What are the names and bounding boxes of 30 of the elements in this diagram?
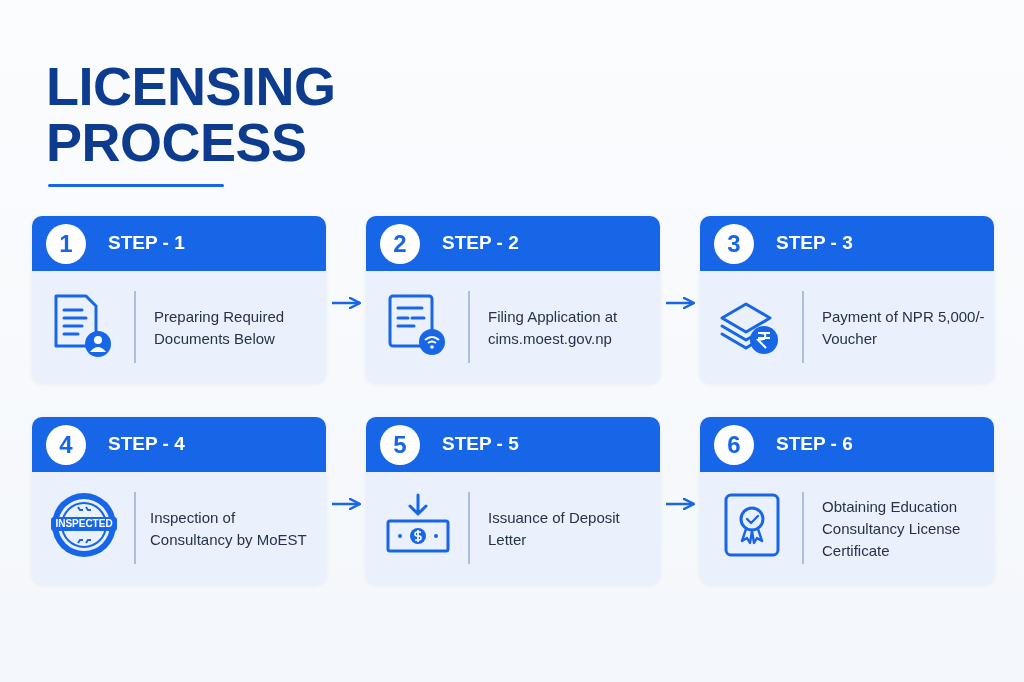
step-card	[700, 216, 994, 383]
step-number: 6	[714, 425, 754, 465]
step-description: Preparing Required Documents Below	[154, 306, 286, 349]
step-title: STEP - 6	[776, 433, 853, 455]
step-title: STEP - 4	[108, 433, 185, 455]
step-description: Issuance of Deposit Letter	[488, 507, 621, 550]
title: LICENSING PROCESS	[46, 58, 337, 170]
step-card	[366, 216, 660, 383]
arrow	[332, 296, 362, 310]
step-number: 1	[46, 224, 86, 264]
stamp-label: INSPECTED	[51, 517, 117, 531]
step-card	[32, 417, 326, 584]
step-number: 5	[380, 425, 420, 465]
arrow	[666, 497, 696, 511]
step-title: STEP - 3	[776, 232, 853, 254]
arrow	[666, 296, 696, 310]
step-title: STEP - 2	[442, 232, 519, 254]
step-description: Filing Application at cims.moest.gov.np	[488, 306, 619, 349]
arrow	[332, 497, 362, 511]
step-card	[366, 417, 660, 584]
step-description: Obtaining Education Consultancy License Certificate	[822, 496, 962, 561]
step-card	[700, 417, 994, 584]
step-card	[32, 216, 326, 383]
step-description: Payment of NPR 5,000/- Voucher	[822, 306, 986, 349]
step-description: Inspection of Consultancy by MoEST	[150, 507, 308, 550]
step-number: 2	[380, 224, 420, 264]
step-title: STEP - 5	[442, 433, 519, 455]
step-number: 3	[714, 224, 754, 264]
step-number: 4	[46, 425, 86, 465]
step-title: STEP - 1	[108, 232, 185, 254]
